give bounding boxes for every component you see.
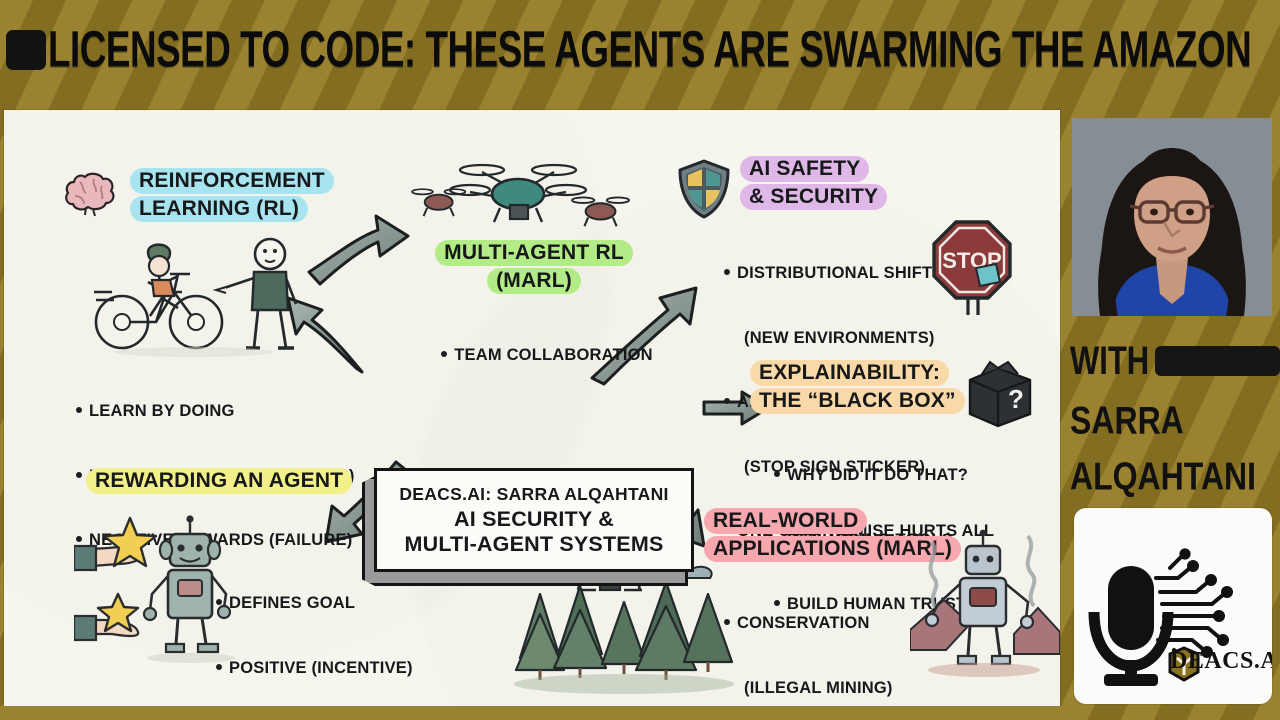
with-redaction-block [1155,346,1280,376]
logo-wordmark: DEACS.AI [1170,648,1272,674]
speaker-headshot [1072,118,1272,316]
black-box-icon: ? [968,360,1032,428]
bullet-item: CONSERVATION [724,613,920,635]
speaker-first-name: SARRA [1070,398,1184,443]
node-bullets: TEAM COLLABORATION [412,302,682,410]
center-node-title-line2: MULTI-AGENT SYSTEMS [404,531,664,556]
robot-reward-illustration [74,515,235,663]
node-heading-line: REWARDING AN AGENT [86,468,353,494]
bike-coach-illustration [94,237,298,357]
center-node-subtitle: DEACS.AI: SARRA ALQAHTANI [399,483,669,504]
node-heading-line: AI SAFETY [740,156,887,182]
question-mark-glyph: ? [1008,384,1024,414]
microphone-circuit-icon [1088,548,1233,686]
node-heading-line: REAL-WORLD [704,508,961,534]
speaker-name: SARRA ALQAHTANI [1070,392,1280,504]
bullet-item: DEFINES GOAL [216,593,413,615]
stop-sign-icon: STOP [932,220,1012,315]
node-bullets: DEFINES GOAL POSITIVE (INCENTIVE) NEGATI… [216,550,413,706]
page-title: LICENSED TO CODE: THESE AGENTS ARE SWARM… [48,21,1252,78]
node-heading-line: LEARNING (RL) [130,196,334,222]
center-node-deacs-ai: DEACS.AI: SARRA ALQAHTANI AI SECURITY & … [362,468,694,586]
node-heading-line: MULTI-AGENT RL [394,240,674,266]
whiteboard-canvas: REINFORCEMENT LEARNING (RL) [4,110,1060,706]
node-heading-line: THE “BLACK BOX” [750,388,965,414]
bullet-item: LEARN BY DOING [76,401,355,423]
node-bullets: CONSERVATION (ILLEGAL MINING) DISASTER R… [724,570,920,706]
node-heading-line: & SECURITY [740,184,888,210]
bullet-item: (STOP SIGN STICKER) [744,457,926,476]
deacs-ai-logo-card: DEACS.AI [1074,508,1272,704]
speaker-sidebar: WITH SARRA ALQAHTANI [1064,0,1280,720]
center-node-title-line1: AI SECURITY & [454,506,614,531]
node-heading-line: REINFORCEMENT [130,168,334,194]
bottom-gold-strip [0,706,1064,720]
bullet-item: WHY DID IT DO THAT? [774,465,968,487]
node-heading-line: EXPLAINABILITY: [750,360,965,386]
title-bar: LICENSED TO CODE: THESE AGENTS ARE SWARM… [0,0,1280,100]
node-heading-line: (MARL) [394,268,674,294]
bullet-item: DISTRIBUTIONAL SHIFT [724,263,994,285]
shield-icon [678,159,730,219]
bullet-item: POSITIVE (INCENTIVE) [216,658,413,680]
bullet-item: (ILLEGAL MINING) [744,678,893,697]
with-label: WITH [1070,337,1150,384]
drone-swarm-icon [411,163,630,227]
with-line: WITH [1070,337,1280,384]
disaster-robot-illustration [910,529,1060,677]
bullet-item: (NEW ENVIRONMENTS) [744,328,935,347]
title-redaction-block [6,30,46,70]
speaker-last-name: ALQAHTANI [1070,454,1257,499]
brain-icon [65,172,115,217]
bullet-item: TEAM COLLABORATION [412,345,682,367]
node-heading-line: APPLICATIONS (MARL) [704,536,962,562]
